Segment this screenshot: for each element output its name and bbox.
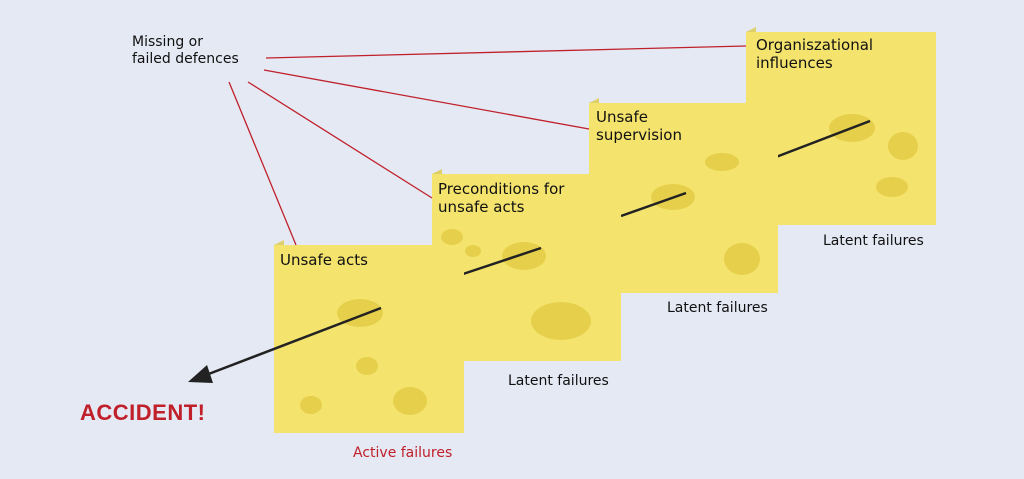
slice-label-preconditions: Preconditions for unsafe acts (438, 180, 565, 216)
hole (724, 243, 760, 275)
slice-unsafe-acts (274, 240, 464, 433)
hole (502, 242, 546, 270)
hole (888, 132, 918, 160)
defence-line-unsafe-acts (228, 81, 297, 246)
failure-trajectory-segment (620, 191, 687, 218)
accident-label: ACCIDENT! (80, 400, 206, 425)
active-failures-label: Active failures (353, 445, 453, 461)
slice-label-organizational: Organiszational influences (756, 36, 874, 72)
hole (465, 245, 481, 257)
failure-trajectory-arrowhead (188, 365, 213, 383)
latent-failures-label-organizational: Latent failures (823, 233, 924, 249)
missing-defences-label: Missing or failed defences (132, 34, 239, 67)
hole (531, 302, 591, 340)
failure-trajectory-segment (462, 246, 542, 276)
defence-line-preconditions (247, 81, 433, 199)
latent-failures-label-preconditions: Latent failures (508, 373, 609, 389)
defence-line-supervision (263, 69, 590, 130)
slice-label-supervision: Unsafe supervision (596, 108, 682, 144)
hole (300, 396, 322, 414)
hole (393, 387, 427, 415)
hole (705, 153, 739, 171)
missing-defences-lines (228, 45, 747, 246)
failure-trajectory-segment (775, 119, 871, 159)
slice-label-unsafe-acts: Unsafe acts (280, 251, 368, 269)
defence-line-organizational (265, 45, 747, 59)
hole (876, 177, 908, 197)
hole (356, 357, 378, 375)
failure-trajectory-arrow-line (205, 306, 382, 377)
latent-failures-label-supervision: Latent failures (667, 300, 768, 316)
hole (441, 229, 463, 245)
